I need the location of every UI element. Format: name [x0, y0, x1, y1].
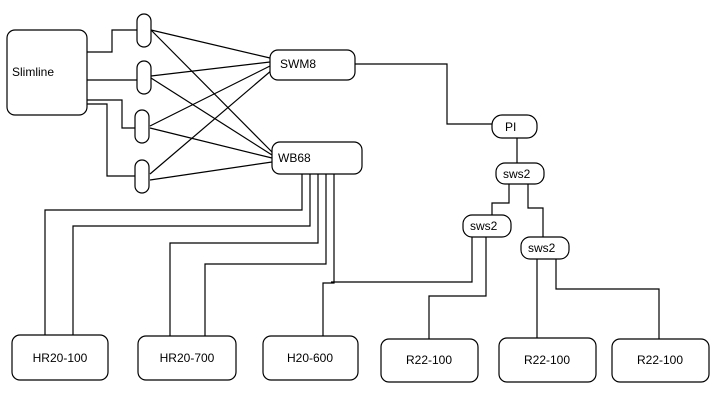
node-slimline-label: Slimline: [12, 65, 54, 79]
wire-splitter-4-wb68: [149, 161, 273, 181]
node-sws2-right-label: sws2: [528, 241, 556, 255]
node-slimline: Slimline: [6, 29, 88, 116]
wire-wb68-hr20-100-b: [72, 174, 311, 335]
wire-splitter-4-swm8: [149, 69, 273, 175]
wire-wb68-h20-600: [322, 174, 335, 336]
node-h20-600-label: H20-600: [287, 351, 333, 365]
wire-splitter-2-swm8: [150, 61, 271, 77]
node-wb68-label: WB68: [278, 151, 311, 165]
node-r22-100-a: R22-100: [380, 338, 479, 383]
wire-sws2-left-h20-600: [331, 237, 473, 283]
splitters: [134, 13, 152, 194]
wire-wb68-hr20-100-a: [44, 174, 303, 335]
wire-splitter-2-wb68: [150, 77, 273, 156]
node-sws2-left: sws2: [462, 214, 512, 238]
splitter-4: [134, 159, 150, 194]
splitter-1: [136, 13, 152, 48]
node-r22-100-b: R22-100: [498, 337, 597, 383]
node-sws2-left-label: sws2: [470, 219, 498, 233]
node-hr20-700: HR20-700: [137, 335, 237, 381]
node-pi: PI: [491, 114, 538, 139]
wire-splitter-3-wb68: [149, 127, 273, 159]
splitter-2: [136, 60, 152, 95]
node-swm8: SWM8: [269, 49, 356, 81]
wire-slimline-splitter-3: [87, 99, 135, 129]
node-hr20-700-label: HR20-700: [160, 351, 215, 365]
node-hr20-100: HR20-100: [11, 334, 109, 381]
node-r22-100-c-label: R22-100: [637, 353, 683, 367]
wire-splitter-3-swm8: [149, 65, 271, 127]
wire-sws2-top-sws2-left: [491, 184, 510, 215]
splitter-3: [134, 109, 150, 144]
node-hr20-100-label: HR20-100: [33, 351, 88, 365]
wire-wb68-hr20-700-b: [204, 174, 327, 336]
wire-slimline-splitter-4: [87, 103, 135, 177]
node-r22-100-a-label: R22-100: [406, 353, 452, 367]
wire-splitter-1-swm8: [150, 29, 271, 59]
node-sws2-right: sws2: [520, 236, 570, 260]
node-r22-100-b-label: R22-100: [524, 353, 570, 367]
wire-splitter-1-wb68: [150, 29, 273, 153]
node-h20-600: H20-600: [262, 335, 359, 381]
node-r22-100-c: R22-100: [611, 338, 710, 383]
wire-sws2-right-r22-100-c: [555, 259, 660, 339]
node-pi-label: PI: [505, 120, 516, 134]
wire-sws2-left-r22-100-a: [428, 237, 487, 339]
connections: [44, 29, 660, 339]
node-wb68: WB68: [271, 141, 363, 175]
wire-sws2-top-sws2-right: [527, 184, 544, 237]
wire-swm8-pi: [355, 63, 492, 125]
wire-slimline-splitter-1: [87, 29, 137, 53]
node-sws2-top-label: sws2: [503, 167, 531, 181]
wire-wb68-hr20-700-a: [169, 174, 319, 336]
node-swm8-label: SWM8: [280, 57, 316, 71]
node-sws2-top: sws2: [495, 162, 545, 185]
